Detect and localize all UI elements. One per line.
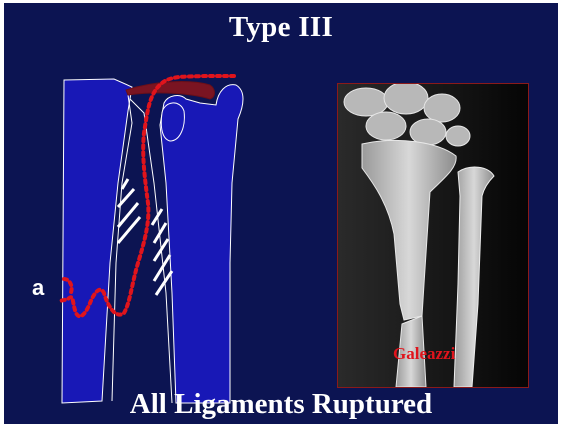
slide-footer: All Ligaments Ruptured [4, 388, 558, 421]
xray-image: Galeazzi [337, 83, 529, 388]
tfcc-ligament [126, 82, 215, 99]
slide: Type III a [4, 3, 558, 424]
xray-caption: Galeazzi [393, 344, 455, 364]
label-a: a [32, 275, 44, 301]
xray-drawing [338, 84, 528, 387]
